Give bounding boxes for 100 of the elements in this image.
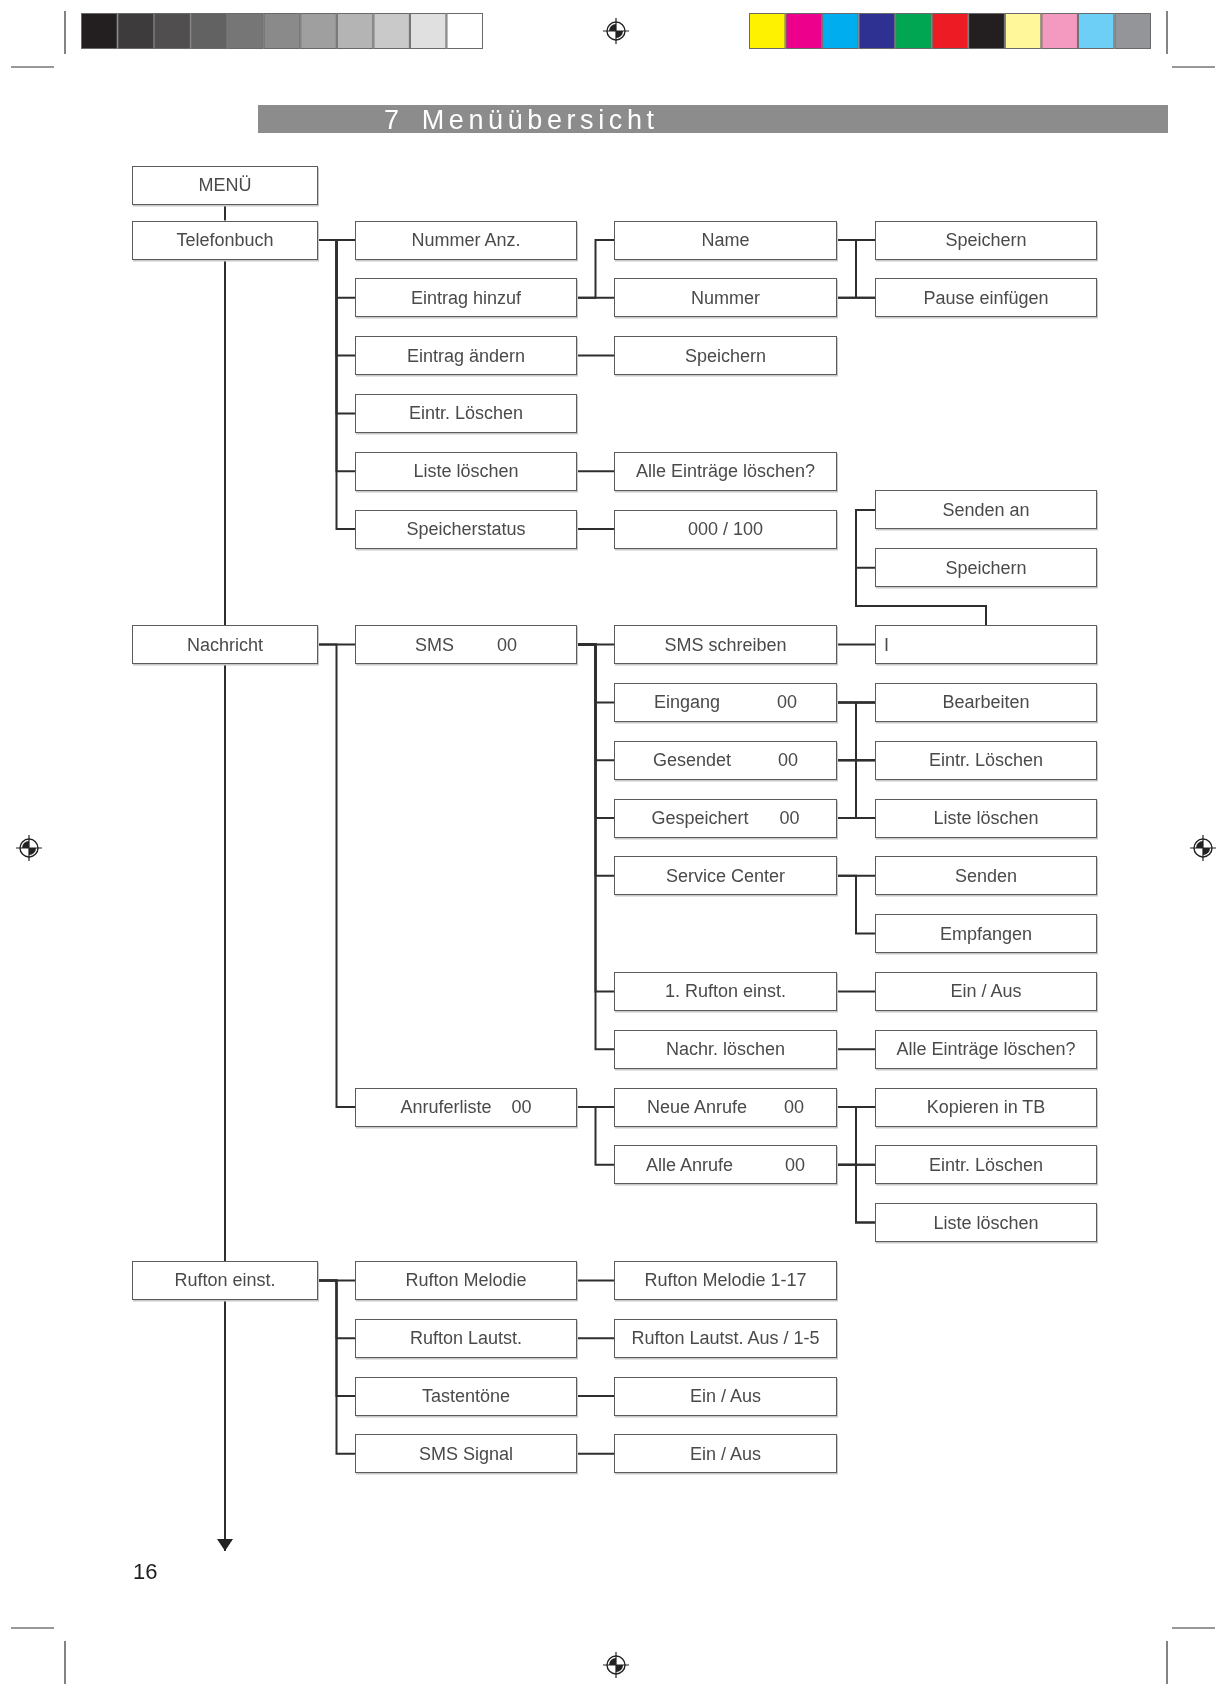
- menu-label: Alle Einträge löschen?: [635, 460, 816, 483]
- menu-box: [614, 1260, 837, 1300]
- menu-label: 1. Rufton einst.: [664, 980, 787, 1003]
- menu-label: Pause einfügen: [923, 286, 1049, 309]
- menu-box: [355, 220, 577, 260]
- connector-line: [836, 296, 876, 299]
- connector-line: [836, 759, 876, 819]
- menu-box: [355, 278, 577, 318]
- menu-label: Speichern: [684, 344, 767, 367]
- menu-label: Neue Anrufe: [646, 1096, 747, 1118]
- menu-label: Liste löschen: [933, 807, 1039, 829]
- menu-label: Senden an: [942, 498, 1030, 521]
- count-value: 00: [779, 807, 800, 829]
- menu-box: [614, 1145, 837, 1185]
- menu-label: Rufton Lautst. Aus / 1-5: [631, 1327, 820, 1350]
- menu-label: MENÜ: [198, 174, 252, 197]
- menu-label: Senden: [954, 864, 1018, 887]
- menu-box: [614, 509, 837, 549]
- menu-box: [614, 856, 837, 896]
- menu-label: Ein / Aus: [689, 1385, 761, 1407]
- menu-label: Eintr. Löschen: [928, 749, 1044, 772]
- menu-label: Kopieren in TB: [926, 1096, 1046, 1118]
- menu-label: SMS: [414, 633, 454, 656]
- menu-box: [614, 278, 837, 318]
- count-value: 00: [777, 691, 798, 714]
- menu-label: Speicherstatus: [406, 518, 526, 540]
- menu-box: [875, 220, 1097, 260]
- menu-label: Service Center: [665, 864, 786, 887]
- connector-line: [576, 1337, 615, 1340]
- menu-label: Nachr. löschen: [665, 1038, 786, 1061]
- menu-label: Gesendet: [652, 749, 731, 772]
- menu-box: [875, 1203, 1097, 1243]
- menu-box: [614, 1434, 837, 1474]
- connector-line: [836, 1163, 876, 1224]
- menu-label: Eintr. Löschen: [408, 402, 524, 425]
- menu-label: Eintr. Löschen: [928, 1153, 1044, 1176]
- menu-label: Liste löschen: [413, 460, 519, 483]
- menu-box: [614, 1087, 837, 1127]
- connector-line: [855, 566, 987, 627]
- count-value: 00: [785, 1153, 806, 1176]
- menu-label: Rufton einst.: [174, 1269, 276, 1292]
- connector-line: [836, 990, 876, 993]
- connector-line: [317, 1279, 356, 1455]
- connector-line: [576, 296, 615, 299]
- count-value: 00: [497, 633, 517, 656]
- menu-box: [875, 740, 1097, 780]
- menu-box: [355, 1087, 577, 1127]
- menu-label: SMS schreiben: [664, 633, 787, 656]
- menu-box: [614, 682, 837, 722]
- connector-line: [576, 1279, 615, 1282]
- menu-label: Name: [701, 229, 750, 251]
- menu-box: [355, 1260, 577, 1300]
- menu-label: Tastentöne: [421, 1385, 511, 1407]
- menu-box: [355, 393, 577, 433]
- menu-box: [614, 1376, 837, 1416]
- connector-line: [576, 354, 615, 357]
- menu-box: [614, 1029, 837, 1069]
- menu-box: [875, 490, 1097, 530]
- menu-box: [132, 1260, 318, 1300]
- menu-box: [355, 625, 577, 665]
- menu-label: Nachricht: [187, 633, 263, 656]
- menu-label: Ein / Aus: [950, 980, 1022, 1003]
- connector-line: [836, 1048, 876, 1051]
- menu-box: [875, 914, 1097, 954]
- connector-line: [836, 874, 876, 935]
- menu-label: Anruferliste: [400, 1096, 492, 1118]
- page-number: 16: [133, 1559, 158, 1585]
- count-value: 00: [778, 749, 799, 772]
- menu-label: Nummer: [691, 286, 760, 309]
- connector-line: [576, 470, 615, 473]
- menu-box: [875, 682, 1097, 722]
- menu-box: [132, 220, 318, 260]
- menu-label: Rufton Lautst.: [409, 1327, 523, 1350]
- menu-box: [875, 971, 1097, 1011]
- menu-box: [132, 625, 318, 665]
- connector-line: [836, 239, 876, 299]
- text-cursor: I: [884, 633, 889, 656]
- connector-line: [576, 1106, 615, 1166]
- menu-box: [132, 165, 318, 205]
- menu-label: Rufton Melodie: [405, 1269, 527, 1292]
- menu-box: [614, 1318, 837, 1358]
- menu-box: [875, 856, 1097, 896]
- menu-label: Liste löschen: [933, 1211, 1039, 1234]
- menu-box: [875, 1029, 1097, 1069]
- menu-box: [875, 548, 1097, 588]
- menu-label: SMS Signal: [418, 1442, 513, 1465]
- menu-box: [875, 1087, 1097, 1127]
- connector-line: [317, 239, 356, 530]
- menu-box: [355, 509, 577, 549]
- count-value: 00: [511, 1096, 532, 1118]
- connector-line: [836, 817, 876, 819]
- menu-box: [355, 1376, 577, 1416]
- menu-label: Alle Einträge löschen?: [896, 1038, 1076, 1061]
- menu-label: Eintrag ändern: [406, 344, 526, 367]
- connector-line: [224, 663, 226, 1262]
- menu-box: [355, 451, 577, 491]
- menu-label: Empfangen: [939, 922, 1033, 945]
- menu-box: [614, 740, 837, 780]
- menu-box: [614, 798, 837, 838]
- menu-label: Eintrag hinzuf: [410, 286, 522, 309]
